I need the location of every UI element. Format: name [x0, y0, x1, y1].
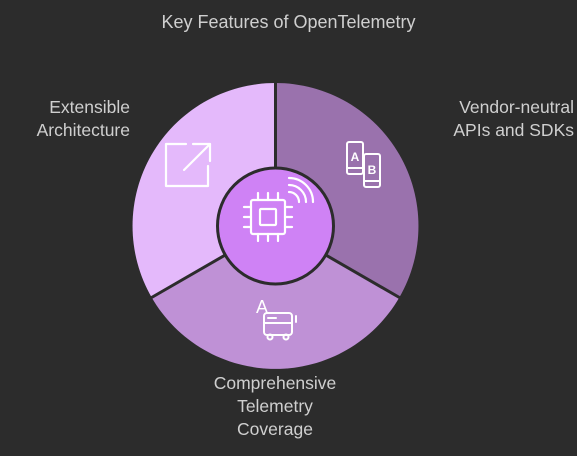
- label-comprehensive-coverage: Comprehensive Telemetry Coverage: [180, 372, 370, 441]
- label-line: Architecture: [36, 120, 130, 140]
- label-line: Comprehensive: [213, 373, 337, 393]
- svg-text:A: A: [256, 297, 268, 317]
- external-link-icon: [164, 142, 212, 188]
- label-line: APIs and SDKs: [453, 120, 574, 140]
- segment-coverage: [151, 226, 400, 369]
- label-line: Extensible: [49, 97, 130, 117]
- diagram-title: Key Features of OpenTelemetry: [161, 12, 416, 32]
- translate-bus-icon: A: [256, 297, 297, 341]
- label-line: Coverage: [237, 419, 313, 439]
- label-vendor-neutral: Vendor-neutral APIs and SDKs: [414, 96, 574, 142]
- ab-devices-icon: A B: [346, 141, 381, 188]
- label-line: Telemetry: [237, 396, 313, 416]
- svg-text:A: A: [351, 150, 360, 164]
- label-extensible-architecture: Extensible Architecture: [10, 96, 130, 142]
- label-line: Vendor-neutral: [459, 97, 574, 117]
- svg-text:B: B: [368, 163, 377, 177]
- wireless-chip-icon: [242, 176, 315, 243]
